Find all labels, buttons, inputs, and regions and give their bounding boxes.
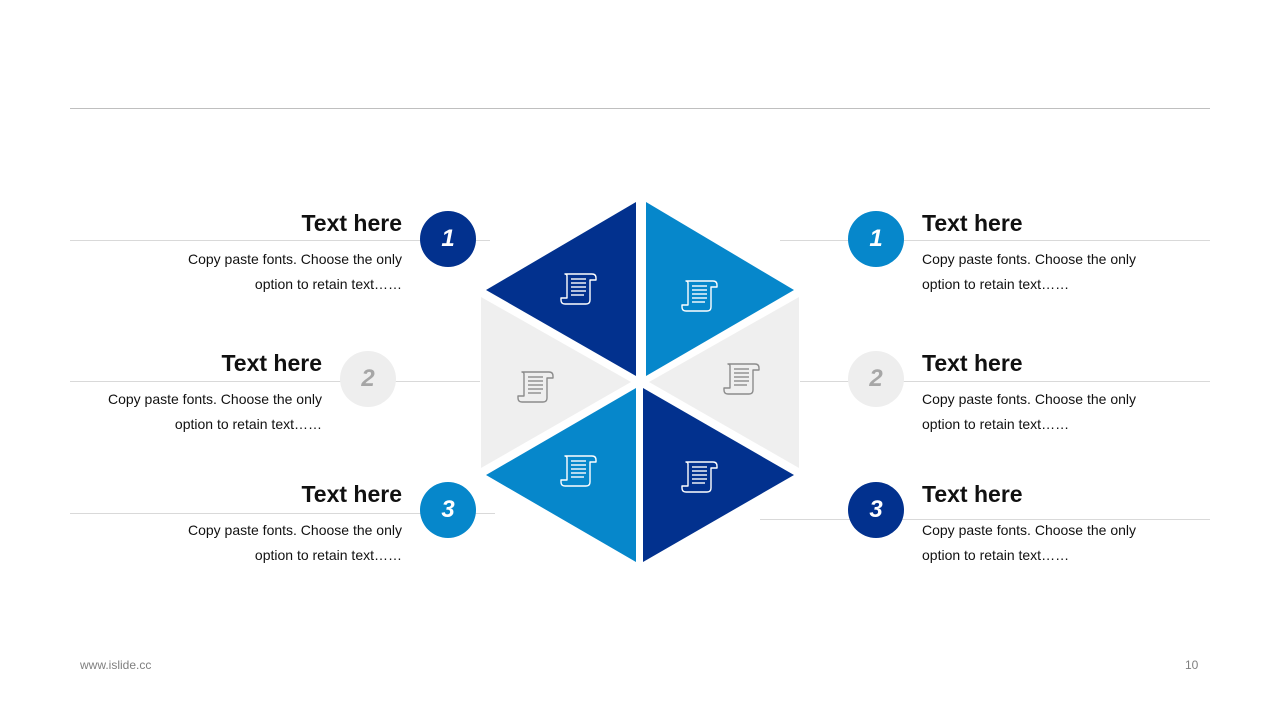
- row-line-right-2: [800, 381, 1210, 382]
- row-line-left-3: [70, 513, 495, 514]
- item-title: Text here: [922, 350, 1023, 376]
- row-line-right-3: [760, 519, 1210, 520]
- triangle-middle-right: [649, 297, 799, 468]
- triangle-bottom-left: [486, 388, 636, 562]
- footer-url: www.islide.cc: [80, 658, 152, 672]
- triangle-top-right: [646, 202, 794, 376]
- item-description: Copy paste fonts. Choose the only option…: [107, 391, 322, 432]
- triangle-bottom-right: [643, 388, 794, 562]
- item-description: Copy paste fonts. Choose the only option…: [922, 522, 1137, 563]
- row-line-left-2: [70, 381, 480, 382]
- item-description: Copy paste fonts. Choose the only option…: [922, 251, 1137, 292]
- number-badge: 2: [848, 351, 904, 407]
- number-badge: 3: [848, 482, 904, 538]
- number-badge: 2: [340, 351, 396, 407]
- hexagon-diagram: [481, 202, 799, 562]
- item-description: Copy paste fonts. Choose the only option…: [187, 251, 402, 292]
- top-divider: [70, 108, 1210, 109]
- item-title: Text here: [922, 210, 1023, 236]
- row-line-right-1: [780, 240, 1210, 241]
- page-number: 10: [1185, 658, 1199, 672]
- item-title: Text here: [221, 350, 322, 376]
- item-title: Text here: [301, 210, 402, 236]
- number-badge: 1: [848, 211, 904, 267]
- number-badge: 3: [420, 482, 476, 538]
- item-title: Text here: [922, 481, 1023, 507]
- item-title: Text here: [301, 481, 402, 507]
- row-line-left-1: [70, 240, 490, 241]
- triangle-top-left: [486, 202, 636, 376]
- triangle-middle-left: [481, 297, 631, 468]
- number-badge: 1: [420, 211, 476, 267]
- item-description: Copy paste fonts. Choose the only option…: [187, 522, 402, 563]
- item-description: Copy paste fonts. Choose the only option…: [922, 391, 1137, 432]
